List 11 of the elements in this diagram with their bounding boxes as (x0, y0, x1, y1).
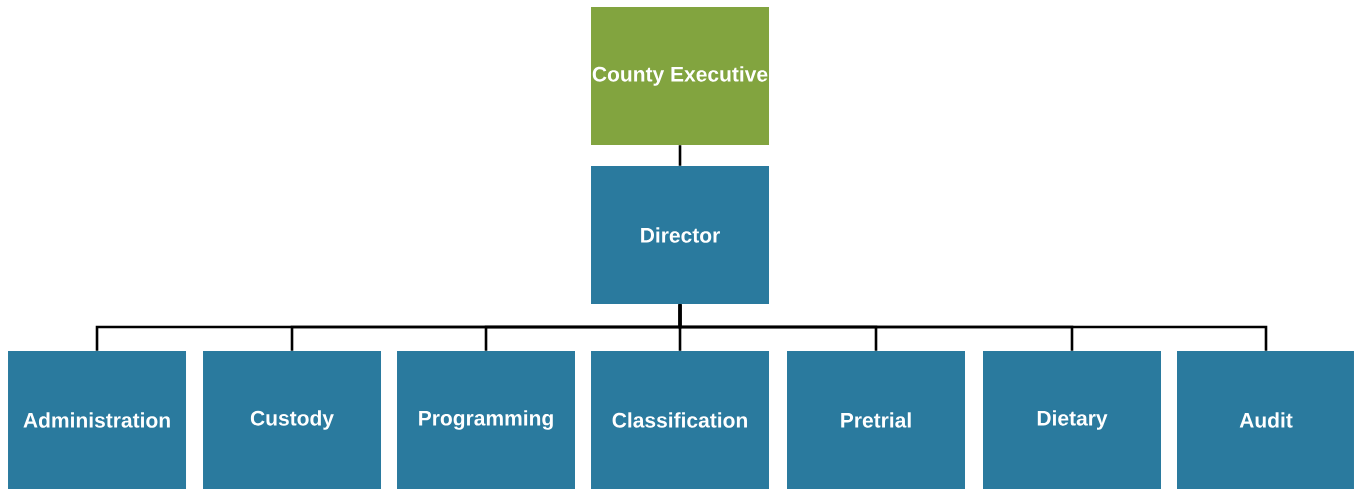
org-box: Pretrial (787, 351, 965, 489)
org-box: Programming (397, 351, 575, 489)
org-box: Director (591, 166, 769, 304)
org-box: Dietary (983, 351, 1161, 489)
org-box: County Executive (591, 7, 769, 145)
org-box: Custody (203, 351, 381, 489)
connector-line (678, 304, 1268, 351)
org-box: Administration (8, 351, 186, 489)
org-box: Classification (591, 351, 769, 489)
connector-line (678, 145, 682, 166)
org-box: Audit (1177, 351, 1354, 489)
